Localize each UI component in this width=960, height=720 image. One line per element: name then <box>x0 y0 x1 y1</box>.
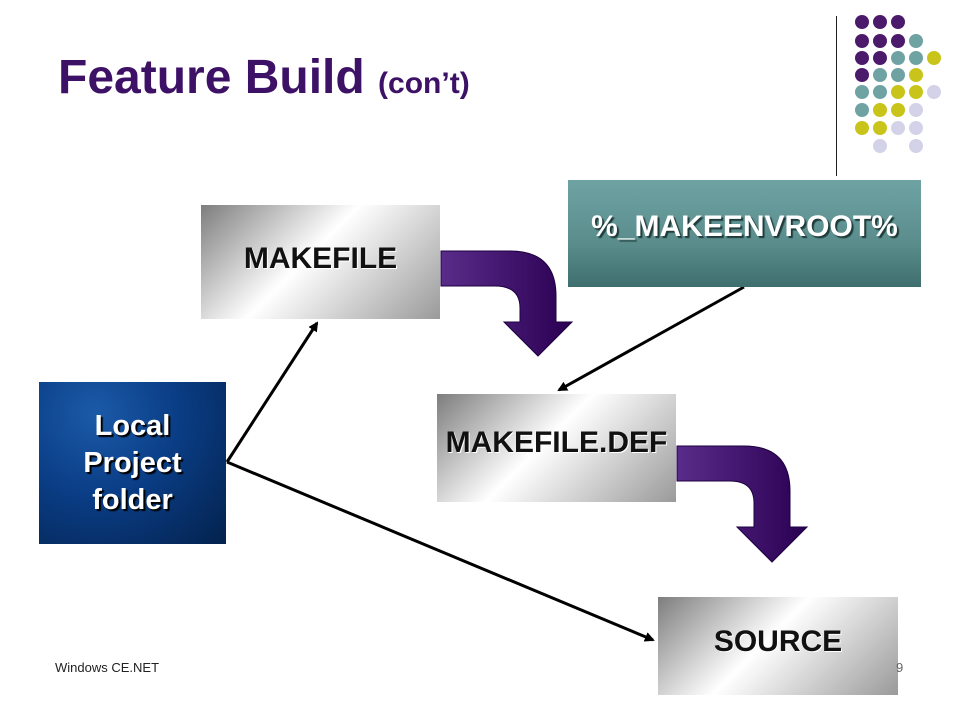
makeenvroot-box: %_MAKEENVROOT% <box>568 180 921 287</box>
curved-down-arrow-icon <box>440 250 574 357</box>
decor-dot <box>909 103 923 117</box>
makefile-def-label: MAKEFILE.DEF <box>445 426 668 459</box>
decor-dot <box>873 51 887 65</box>
makefile-box: MAKEFILE <box>201 205 440 319</box>
decor-dot <box>855 15 869 29</box>
curved-down-arrow-icon <box>676 445 809 563</box>
dot-grid-decoration <box>855 15 941 153</box>
divider-line <box>836 16 837 176</box>
footer-text: Windows CE.NET <box>55 660 160 675</box>
decor-dot <box>891 85 905 99</box>
arrow-local-to-makefile <box>225 321 319 463</box>
decor-dot <box>909 51 923 65</box>
local-label-line1: Local <box>94 409 171 442</box>
local-label-line2: Project <box>83 446 182 479</box>
makeenvroot-label: %_MAKEENVROOT% <box>591 209 898 243</box>
decor-dot <box>873 121 887 135</box>
decor-dot <box>873 15 887 29</box>
decor-dot <box>891 51 905 65</box>
title-main: Feature Build <box>58 51 365 104</box>
decor-dot <box>891 103 905 117</box>
decor-dot <box>873 103 887 117</box>
decor-dot <box>855 121 869 135</box>
makefile-label: MAKEFILE <box>243 242 398 275</box>
decor-dot <box>855 51 869 65</box>
page-number: 9 <box>896 660 904 675</box>
decor-dot <box>909 85 923 99</box>
decor-dot <box>909 68 923 82</box>
makefile-def-box: MAKEFILE.DEF <box>437 394 676 502</box>
decor-dot <box>891 121 905 135</box>
decor-dot <box>909 139 923 153</box>
arrow-makeenvroot-to-makefiledef <box>557 285 745 392</box>
decor-dot <box>873 139 887 153</box>
title-suffix: (con’t) <box>378 67 470 100</box>
local-project-folder-box: Local Project folder <box>39 382 226 544</box>
decor-dot <box>873 68 887 82</box>
decor-dot <box>855 103 869 117</box>
source-label: SOURCE <box>713 625 843 658</box>
decor-dot <box>855 85 869 99</box>
decor-dot <box>927 51 941 65</box>
page-title: Feature Build (con’t) <box>58 48 470 114</box>
decor-dot <box>855 68 869 82</box>
decor-dot <box>927 85 941 99</box>
decor-dot <box>909 34 923 48</box>
source-box: SOURCE <box>658 597 898 695</box>
local-label-line3: folder <box>92 483 173 516</box>
decor-dot <box>909 121 923 135</box>
decor-dot <box>891 68 905 82</box>
decor-dot <box>891 15 905 29</box>
decor-dot <box>855 34 869 48</box>
decor-dot <box>891 34 905 48</box>
decor-dot <box>873 34 887 48</box>
decor-dot <box>873 85 887 99</box>
